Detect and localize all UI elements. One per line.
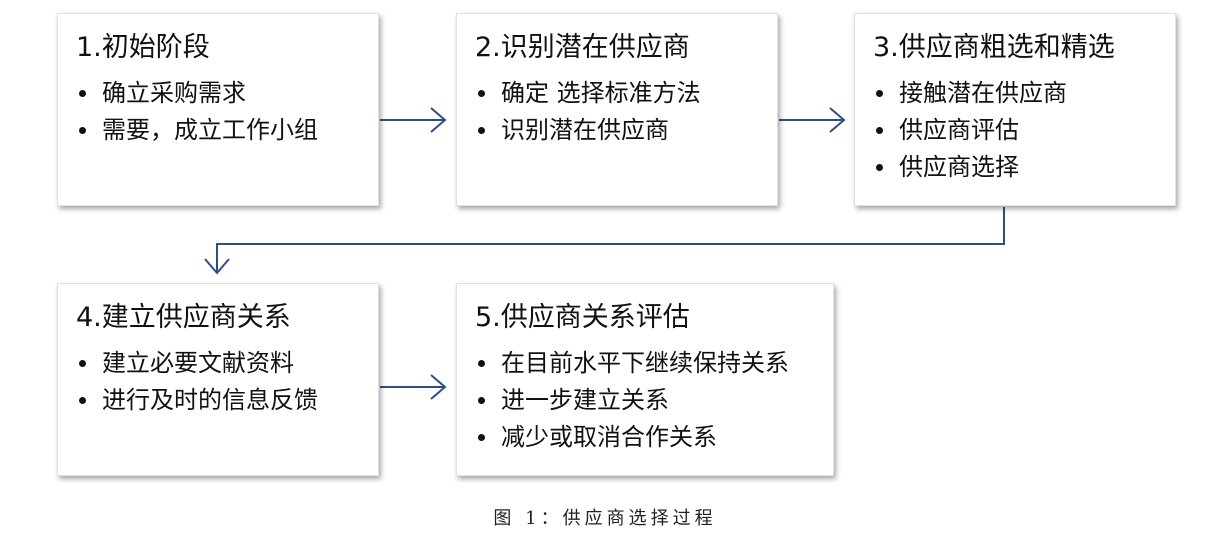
arrow-4-to-5 bbox=[380, 374, 447, 400]
stage-title: 2.识别潜在供应商 bbox=[475, 32, 690, 63]
stage-item: 进一步建立关系 bbox=[475, 382, 815, 419]
stage-box-build-relationship: 4.建立供应商关系 建立必要文献资料 进行及时的信息反馈 bbox=[57, 283, 379, 476]
arrow-3-to-4 bbox=[204, 207, 1005, 275]
arrow-2-to-3 bbox=[779, 107, 846, 133]
stage-item: 接触潜在供应商 bbox=[873, 75, 1157, 112]
stage-item-list: 确定 选择标准方法 识别潜在供应商 bbox=[475, 75, 759, 149]
stage-item: 减少或取消合作关系 bbox=[475, 419, 815, 456]
stage-item-list: 在目前水平下继续保持关系 进一步建立关系 减少或取消合作关系 bbox=[475, 345, 815, 456]
stage-box-evaluate-relationship: 5.供应商关系评估 在目前水平下继续保持关系 进一步建立关系 减少或取消合作关系 bbox=[456, 283, 834, 476]
stage-title: 5.供应商关系评估 bbox=[475, 302, 690, 333]
stage-item: 确定 选择标准方法 bbox=[475, 75, 759, 112]
stage-item-list: 确立采购需求 需要，成立工作小组 bbox=[76, 75, 360, 149]
stage-item: 建立必要文献资料 bbox=[76, 345, 360, 382]
stage-item: 进行及时的信息反馈 bbox=[76, 382, 360, 419]
stage-title: 3.供应商粗选和精选 bbox=[873, 32, 1115, 63]
stage-item-list: 建立必要文献资料 进行及时的信息反馈 bbox=[76, 345, 360, 419]
figure-caption: 图 1：供应商选择过程 bbox=[493, 508, 717, 529]
stage-item: 在目前水平下继续保持关系 bbox=[475, 345, 815, 382]
stage-item: 识别潜在供应商 bbox=[475, 112, 759, 149]
arrow-1-to-2 bbox=[380, 107, 447, 133]
stage-item: 供应商评估 bbox=[873, 112, 1157, 149]
stage-item: 供应商选择 bbox=[873, 149, 1157, 186]
stage-item: 需要，成立工作小组 bbox=[76, 112, 360, 149]
stage-box-screening: 3.供应商粗选和精选 接触潜在供应商 供应商评估 供应商选择 bbox=[854, 13, 1176, 206]
stage-box-initial: 1.初始阶段 确立采购需求 需要，成立工作小组 bbox=[57, 13, 379, 206]
stage-item: 确立采购需求 bbox=[76, 75, 360, 112]
stage-title: 4.建立供应商关系 bbox=[76, 302, 291, 333]
stage-item-list: 接触潜在供应商 供应商评估 供应商选择 bbox=[873, 75, 1157, 186]
stage-box-identify-suppliers: 2.识别潜在供应商 确定 选择标准方法 识别潜在供应商 bbox=[456, 13, 778, 206]
stage-title: 1.初始阶段 bbox=[76, 32, 210, 63]
